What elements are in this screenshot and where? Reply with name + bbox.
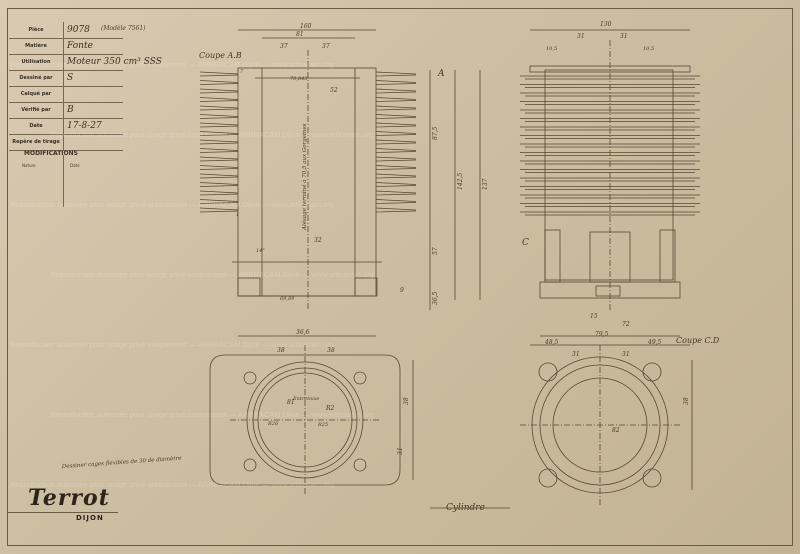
title-row-label: Repère de tirage (9, 134, 64, 150)
modif-col-date: Date (70, 163, 80, 168)
dim-m-38c: 38 (403, 397, 410, 405)
dim-v-137: 137 (482, 178, 489, 190)
title-row-value: S (67, 73, 74, 83)
dim-v-1425: 142,5 (457, 173, 464, 190)
dim-m-366: 36,6 (296, 329, 310, 336)
mark-c: C (522, 238, 529, 248)
title-row-label: Utilisation (9, 54, 64, 70)
terrot-logo: Terrot (28, 485, 110, 511)
dim-m-485: 48,5 (544, 339, 559, 346)
title-row: Repère de tirage (9, 134, 123, 151)
dim-top-31b: 31 (620, 33, 628, 40)
dim-top-81: 81 (296, 31, 304, 38)
watermark-line: Reproduction autorisée pour usage privé … (10, 340, 334, 349)
title-row: Calqué par (9, 86, 123, 103)
title-row-value: Moteur 350 cm³ SSS (67, 57, 162, 67)
dim-v-57: 57 (432, 247, 439, 255)
dim-m-31c: 31 (397, 447, 404, 455)
logo-city: DIJON (76, 514, 104, 522)
dim-m-38a: 38 (277, 347, 285, 354)
dim-v-875: 87,5 (432, 126, 439, 140)
dim-c-r26: R26 (267, 421, 279, 427)
title-row-value: B (67, 105, 74, 115)
dim-top-31a: 31 (577, 33, 585, 40)
dim-left-70843: 70,843 (290, 76, 308, 82)
dim-c-82: 82 (612, 427, 620, 434)
dim-top-130: 130 (600, 21, 612, 28)
title-row-value: Fonte (67, 41, 93, 51)
modif-divider (63, 155, 64, 207)
dim-left-32: 32 (314, 237, 322, 244)
section-ab-label: Coupe A.B (199, 51, 242, 60)
dim-m-38b: 38 (327, 347, 335, 354)
plan-view-left (209, 345, 401, 495)
watermark-line: Reproduction autorisée pour usage privé … (10, 480, 334, 489)
section-cd-label: Coupe C.D (676, 336, 720, 345)
title-row-label: Dessiné par (9, 70, 64, 86)
modifications-heading: MODIFICATIONS (24, 150, 78, 157)
section-cd-view (520, 345, 680, 505)
dim-m-795: 79,5 (595, 331, 609, 338)
dim-m-495: 49,5 (647, 339, 662, 346)
dim-top-37a: 37 (280, 43, 288, 50)
dim-left-52: 52 (330, 87, 338, 94)
dim-left-6989: 69,89 (280, 296, 295, 302)
cooling-fins-left (199, 71, 417, 213)
bottom-left-note: Dessiner cages flexibles de 30 de diamèt… (61, 455, 183, 470)
dim-left-14: 14° (256, 248, 265, 254)
cooling-fins-right (520, 75, 700, 216)
dim-m-31b: 31 (622, 351, 630, 358)
watermark-line: Reproduction autorisée pour usage privé … (50, 410, 374, 419)
title-row-label: Date (9, 118, 64, 134)
dim-c-r25: R25 (317, 422, 328, 428)
dim-v-365: 36,5 (432, 291, 439, 305)
watermark-line: Reproduction autorisée pour usage privé … (10, 60, 334, 69)
dim-top-160: 160 (300, 23, 312, 30)
plan-note: Entretoise (292, 396, 319, 402)
logo-rule (8, 512, 118, 513)
dim-c-81: 81 (287, 399, 295, 406)
dim-top-105b: 10,5 (643, 46, 654, 52)
title-row-label: Pièce (9, 22, 64, 38)
dim-left-1: 1 (236, 212, 239, 218)
bore-note: Alésage terminé à 70,5 aux Gorgeines (301, 123, 308, 231)
sheet-border (7, 8, 793, 546)
watermark-line: Reproduction autorisée pour usage privé … (50, 270, 374, 279)
dim-v-9: 9 (400, 287, 404, 294)
side-view (520, 40, 700, 310)
section-ab-view (199, 50, 417, 310)
dim-m-38d: 38 (683, 397, 690, 405)
dim-m-31a: 31 (572, 351, 580, 358)
dim-top-37b: 37 (322, 43, 330, 50)
mark-a: A (437, 69, 445, 79)
modif-col-nature: Nature (22, 163, 36, 168)
drawing-title: Cylindre (446, 503, 485, 513)
title-row-label: Calqué par (9, 86, 64, 102)
dim-left-7: 7 (240, 69, 244, 75)
watermark-line: Reproduction autorisée pour usage privé … (50, 130, 374, 139)
title-row-note: (Modèle 7561) (101, 25, 146, 32)
title-row-value: 17-8-27 (67, 121, 102, 131)
title-row-label: Vérifié par (9, 102, 64, 118)
title-row-value: 9078 (67, 25, 90, 35)
dim-top-105a: 10,5 (546, 46, 557, 52)
watermark-line: Reproduction autorisée pour usage privé … (10, 200, 334, 209)
title-row-label: Matière (9, 38, 64, 54)
dim-c-r2: R2 (325, 405, 335, 412)
dim-m-15: 15 (590, 313, 598, 320)
dim-m-72: 72 (622, 321, 630, 328)
